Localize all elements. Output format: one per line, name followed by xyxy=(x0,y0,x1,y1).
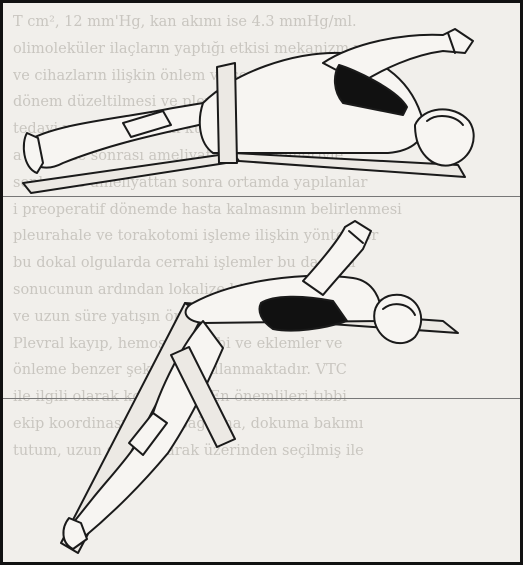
hip-strap xyxy=(217,63,237,163)
patient-head xyxy=(415,109,474,165)
lateral-decubitus-figure-bottom xyxy=(61,221,458,553)
lateral-decubitus-figure-top xyxy=(23,29,474,193)
shaded-surgical-area xyxy=(260,297,348,331)
patient-legs xyxy=(31,103,208,168)
illustration-canvas xyxy=(3,3,520,562)
patient-head xyxy=(374,295,421,343)
